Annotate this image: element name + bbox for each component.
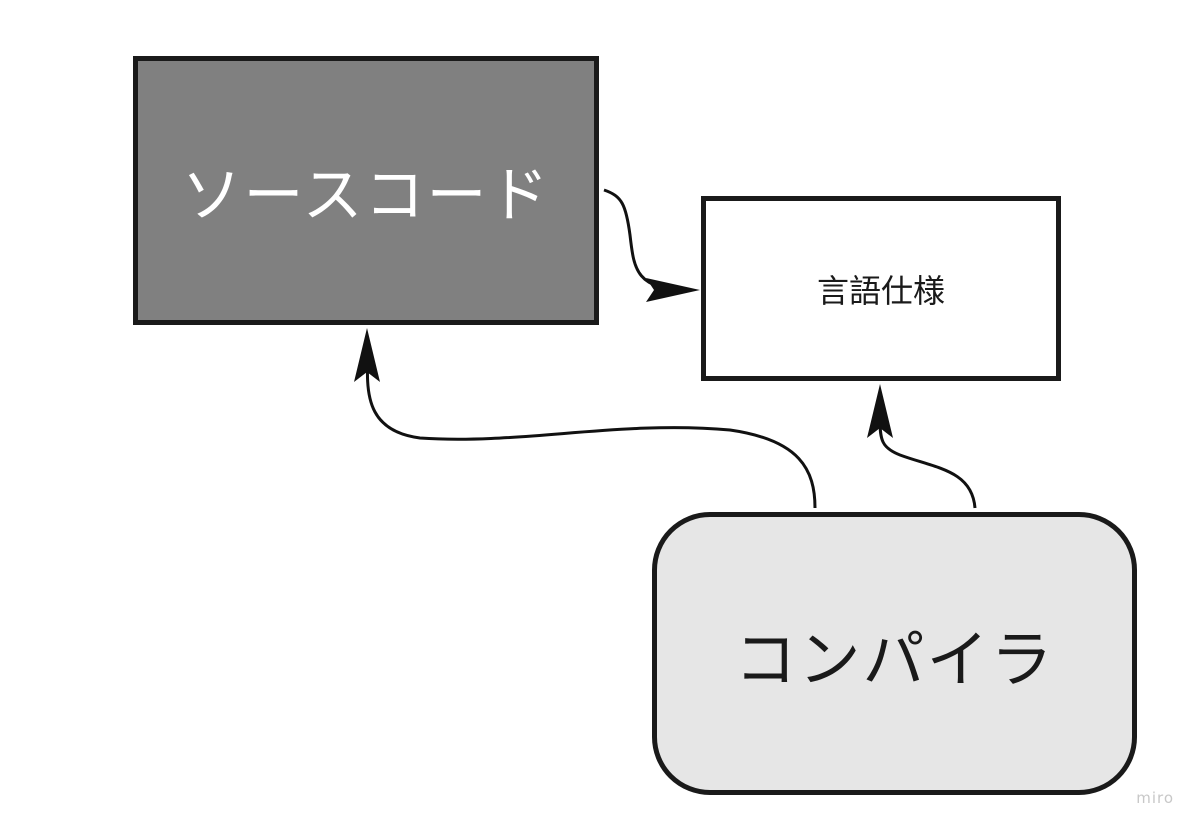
arrowhead-source-to-spec xyxy=(646,278,700,302)
compiler-node[interactable]: コンパイラ xyxy=(652,512,1137,795)
compiler-label: コンパイラ xyxy=(734,622,1055,696)
language-spec-node[interactable]: 言語仕様 xyxy=(701,196,1061,381)
edge-source-to-spec[interactable] xyxy=(603,188,691,292)
edge-compiler-to-source[interactable] xyxy=(365,359,817,509)
arrowhead-compiler-to-source xyxy=(354,328,380,382)
watermark-logo: miro xyxy=(1136,789,1174,807)
source-code-node[interactable]: ソースコード xyxy=(133,56,599,325)
source-code-label: ソースコード xyxy=(181,161,551,231)
arrowhead-compiler-to-spec xyxy=(867,384,893,438)
language-spec-label: 言語仕様 xyxy=(816,271,945,310)
edge-compiler-to-spec[interactable] xyxy=(878,419,977,509)
